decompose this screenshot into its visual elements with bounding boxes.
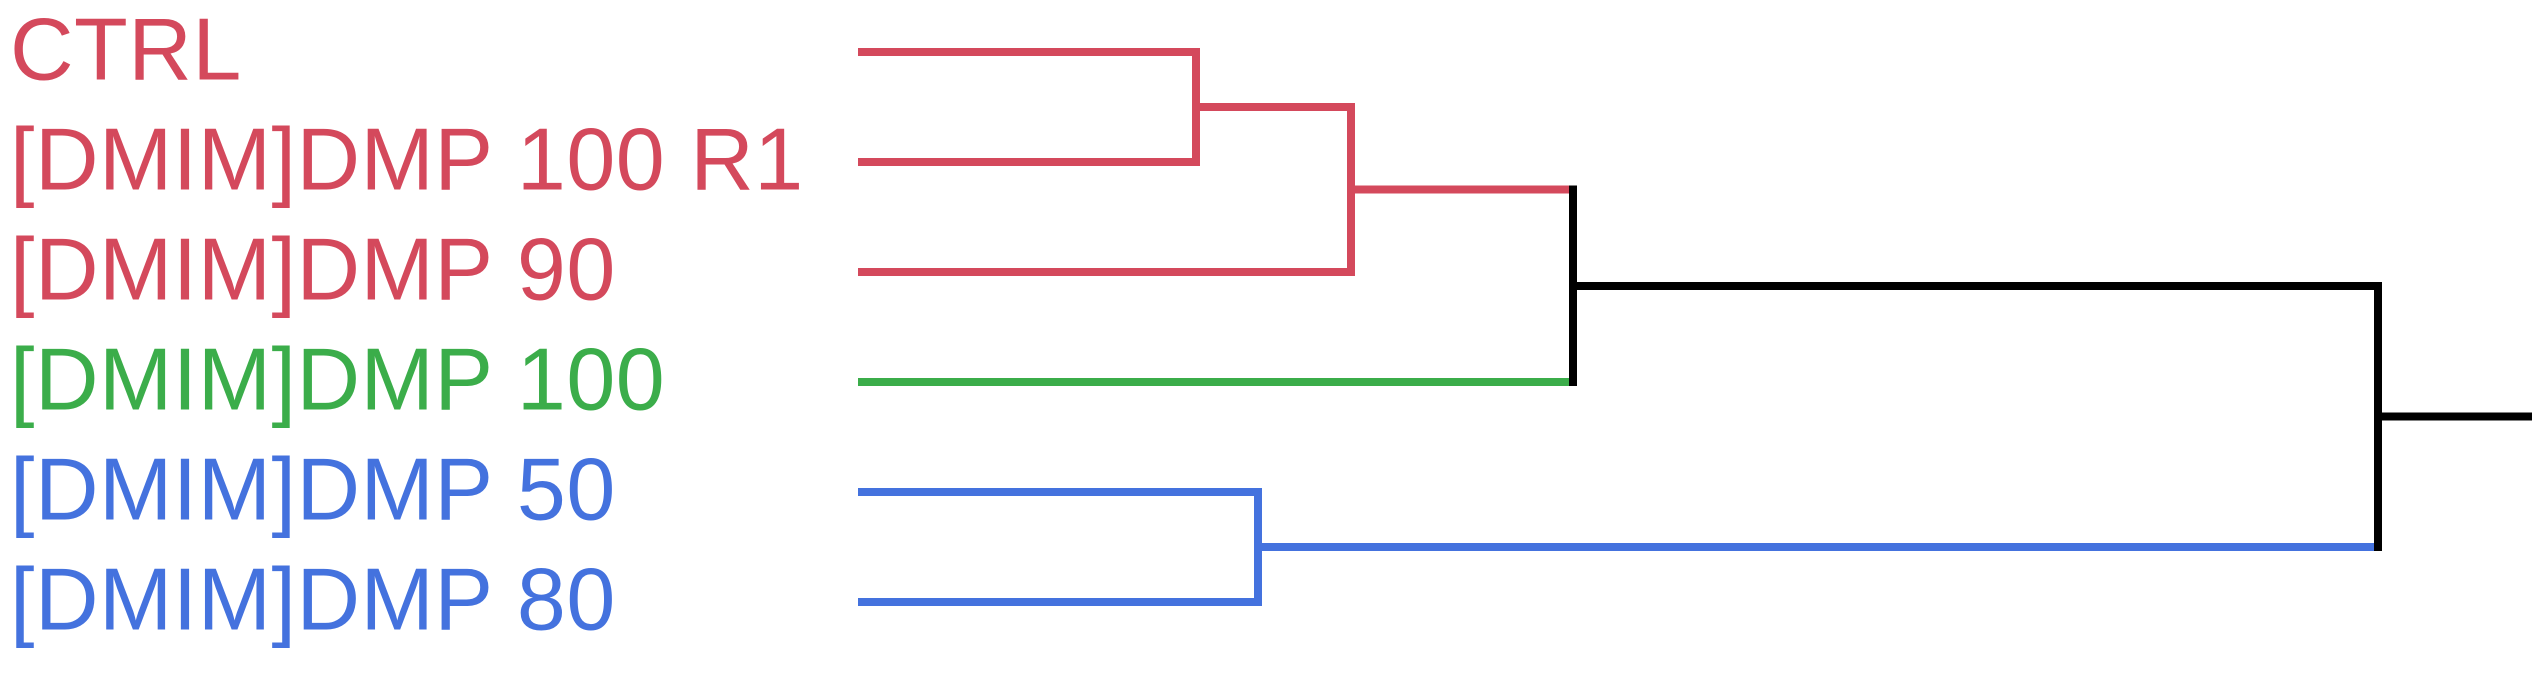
leaf-label-dmim-dmp-80: [DMIM]DMP 80 xyxy=(10,549,616,649)
leaf-label-ctrl: CTRL xyxy=(10,0,242,99)
leaf-label-dmim-dmp-100: [DMIM]DMP 100 xyxy=(10,329,666,429)
leaf-label-dmim-dmp-90: [DMIM]DMP 90 xyxy=(10,219,616,319)
leaf-label-dmim-dmp-100-r1: [DMIM]DMP 100 R1 xyxy=(10,109,804,209)
leaf-label-dmim-dmp-50: [DMIM]DMP 50 xyxy=(10,439,616,539)
